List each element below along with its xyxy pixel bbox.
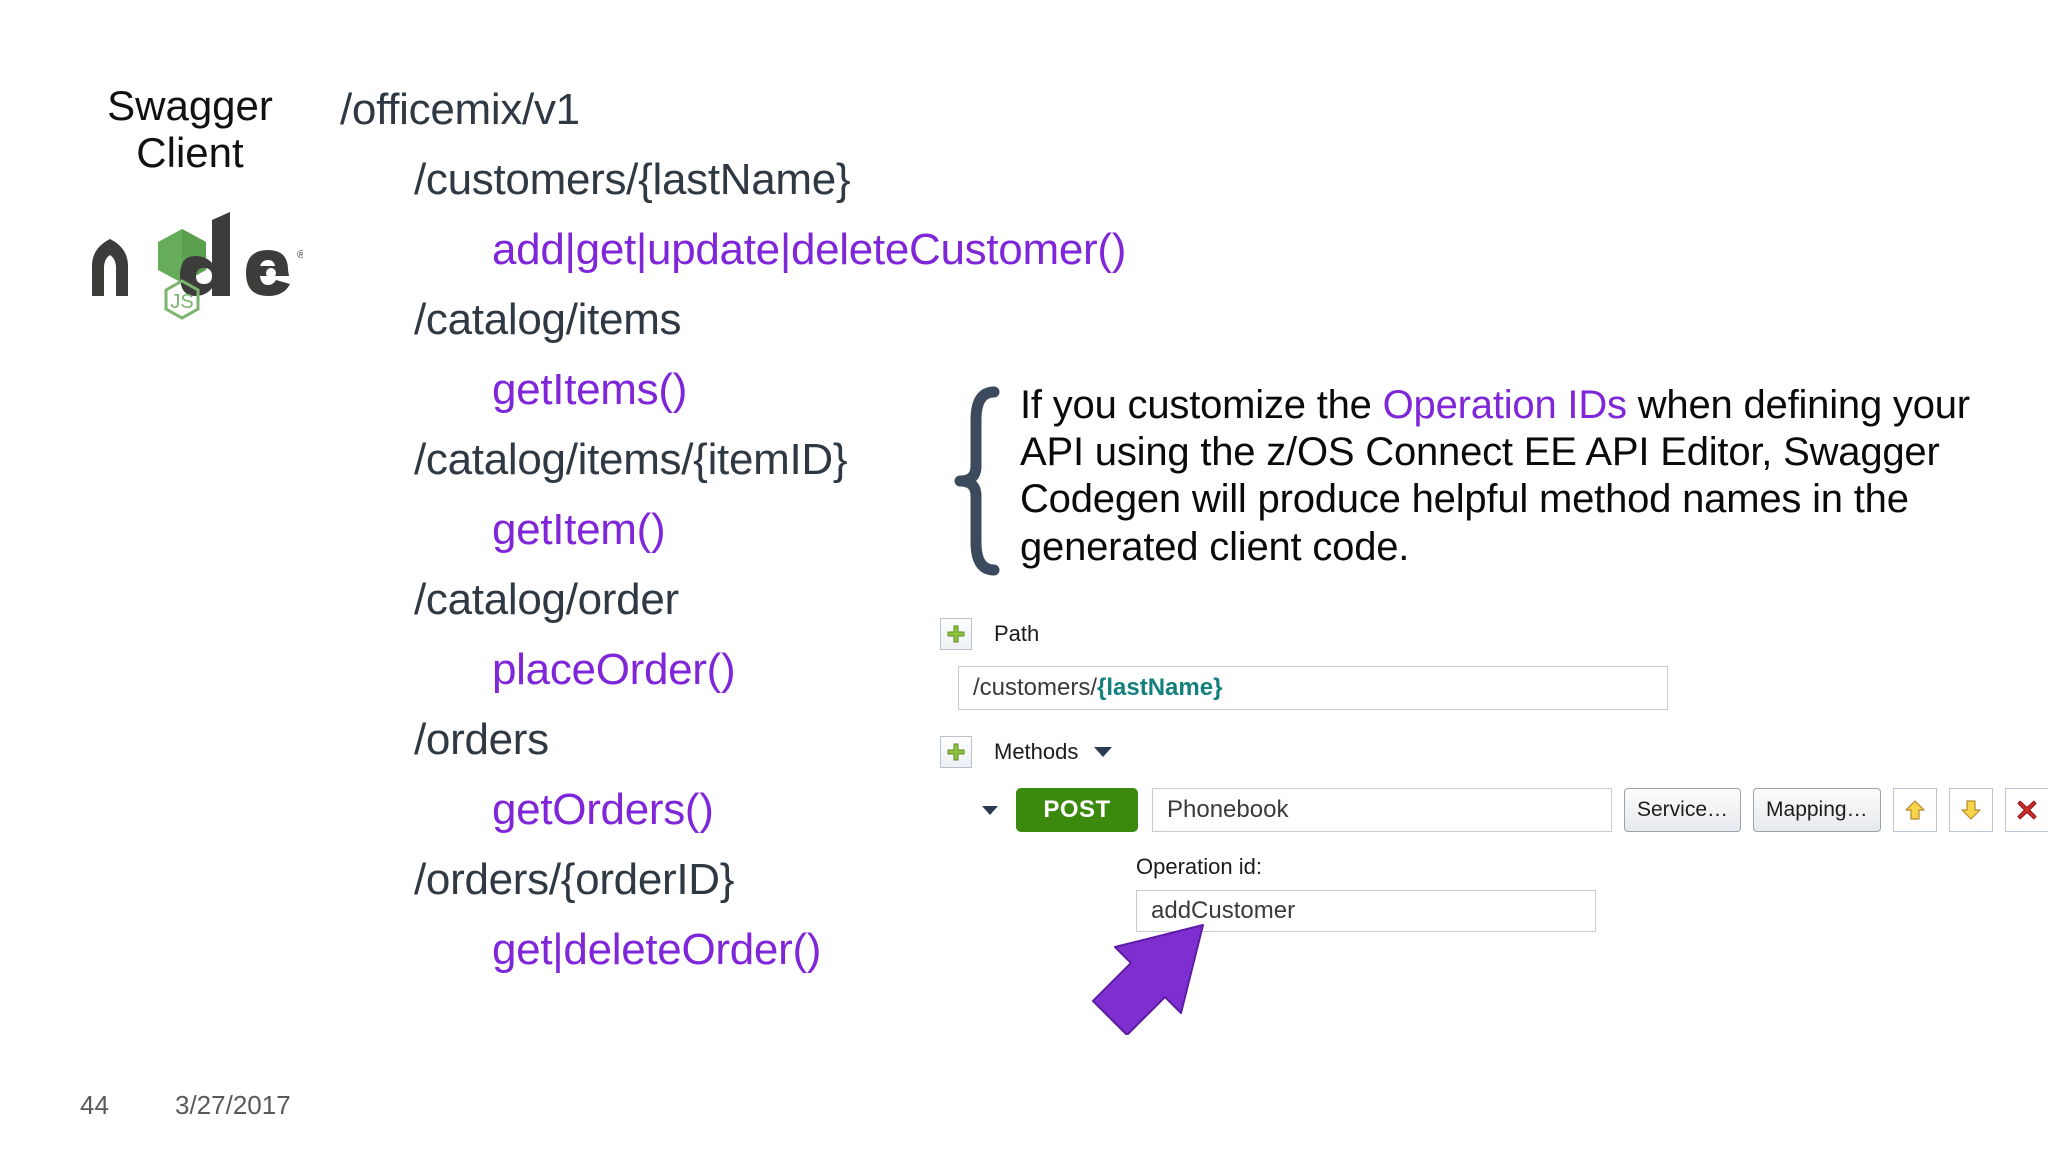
api-path-label: /catalog/items (414, 295, 682, 344)
method-expand-chevron-down-icon[interactable] (982, 805, 998, 815)
callout-text: If you customize the Operation IDs when … (1020, 382, 1970, 571)
api-path-row: /orders (340, 718, 1120, 762)
methods-header-row: Methods (940, 736, 2020, 768)
path-label: Path (994, 621, 1040, 646)
api-operation-label: getItem() (492, 505, 666, 554)
api-operation-row: getOrders() (340, 788, 1120, 832)
mapping-button[interactable]: Mapping… (1753, 788, 1881, 832)
api-operation-label: add|get|update|deleteCustomer() (492, 225, 1127, 274)
api-tree: /officemix/v1/customers/{lastName} add|ge… (340, 88, 1126, 972)
callout-note: If you customize the Operation IDs when … (950, 382, 1970, 576)
nodejs-logo: JS ® (88, 210, 305, 330)
plus-icon (947, 743, 965, 761)
api-path-row: /catalog/items (340, 298, 1120, 342)
api-operation-row: getItems() (340, 368, 1120, 412)
move-up-button[interactable] (1892, 788, 1937, 832)
service-button[interactable]: Service… (1624, 788, 1742, 832)
slide-date: 3/27/2017 (175, 1090, 291, 1120)
path-add-button[interactable] (940, 618, 972, 650)
svg-text:®: ® (297, 249, 303, 261)
methods-label: Methods (994, 739, 1079, 764)
api-operation-row: get|deleteOrder() (340, 928, 1120, 972)
close-x-icon (2017, 800, 2037, 820)
api-path-label: /customers/{lastName} (414, 155, 851, 204)
swagger-client-title: Swagger Client (107, 82, 273, 177)
api-path-row: /customers/{lastName} (340, 158, 1120, 202)
purple-callout-arrow (1092, 924, 1204, 1035)
move-down-button[interactable] (1948, 788, 1993, 832)
operation-id-label: Operation id: (1136, 854, 1262, 879)
arrow-up-icon (1904, 800, 1925, 820)
api-operation-row: placeOrder() (340, 648, 1120, 692)
operation-id-input[interactable]: addCustomer (1136, 890, 1596, 932)
arrow-down-icon (1960, 800, 1981, 820)
operation-id-block: Operation id: addCustomer (1136, 854, 2020, 932)
api-path-row: /catalog/order (340, 578, 1120, 622)
api-path-label: /catalog/order (414, 575, 679, 624)
path-header-row: Path (940, 618, 2020, 650)
api-operation-label: get|deleteOrder() (492, 925, 822, 974)
path-input[interactable]: /customers/{lastName} (958, 666, 1668, 710)
api-operation-row: getItem() (340, 508, 1120, 552)
slide-number: 44 (80, 1090, 109, 1120)
callout-segment-2: when defining your API using the z/OS Co… (1020, 383, 1970, 569)
http-verb-badge-post[interactable]: POST (1016, 788, 1138, 832)
api-editor-panel: Path /customers/{lastName} Methods POST … (940, 618, 2048, 932)
callout-highlight: Operation IDs (1382, 383, 1627, 427)
plus-icon (947, 625, 965, 643)
callout-segment-1: If you customize the (1020, 383, 1383, 427)
delete-method-button[interactable] (2004, 788, 2048, 832)
api-operation-label: placeOrder() (492, 645, 736, 694)
path-value-variable: {lastName} (1097, 674, 1223, 701)
api-path-row: /officemix/v1 (340, 88, 1120, 132)
api-operation-label: getItems() (492, 365, 688, 414)
path-value-prefix: /customers/ (973, 674, 1098, 701)
methods-add-button[interactable] (940, 736, 972, 768)
api-path-row: /orders/{orderID} (340, 858, 1120, 902)
method-name-input[interactable]: Phonebook (1152, 788, 1612, 832)
left-curly-brace (954, 386, 1000, 576)
method-row: POST Phonebook Service… Mapping… (982, 788, 2048, 832)
api-path-row: /catalog/items/{itemID} (340, 438, 1120, 482)
api-path-label: /officemix/v1 (340, 85, 580, 134)
svg-text:JS: JS (170, 291, 193, 313)
api-path-label: /orders/{orderID} (414, 855, 735, 904)
chevron-down-icon[interactable] (1094, 747, 1113, 757)
api-path-label: /orders (414, 715, 549, 764)
swagger-client-block: Swagger Client (75, 82, 305, 176)
api-operation-label: getOrders() (492, 785, 714, 834)
api-path-label: /catalog/items/{itemID} (414, 435, 848, 484)
api-operation-row: add|get|update|deleteCustomer() (340, 228, 1126, 272)
